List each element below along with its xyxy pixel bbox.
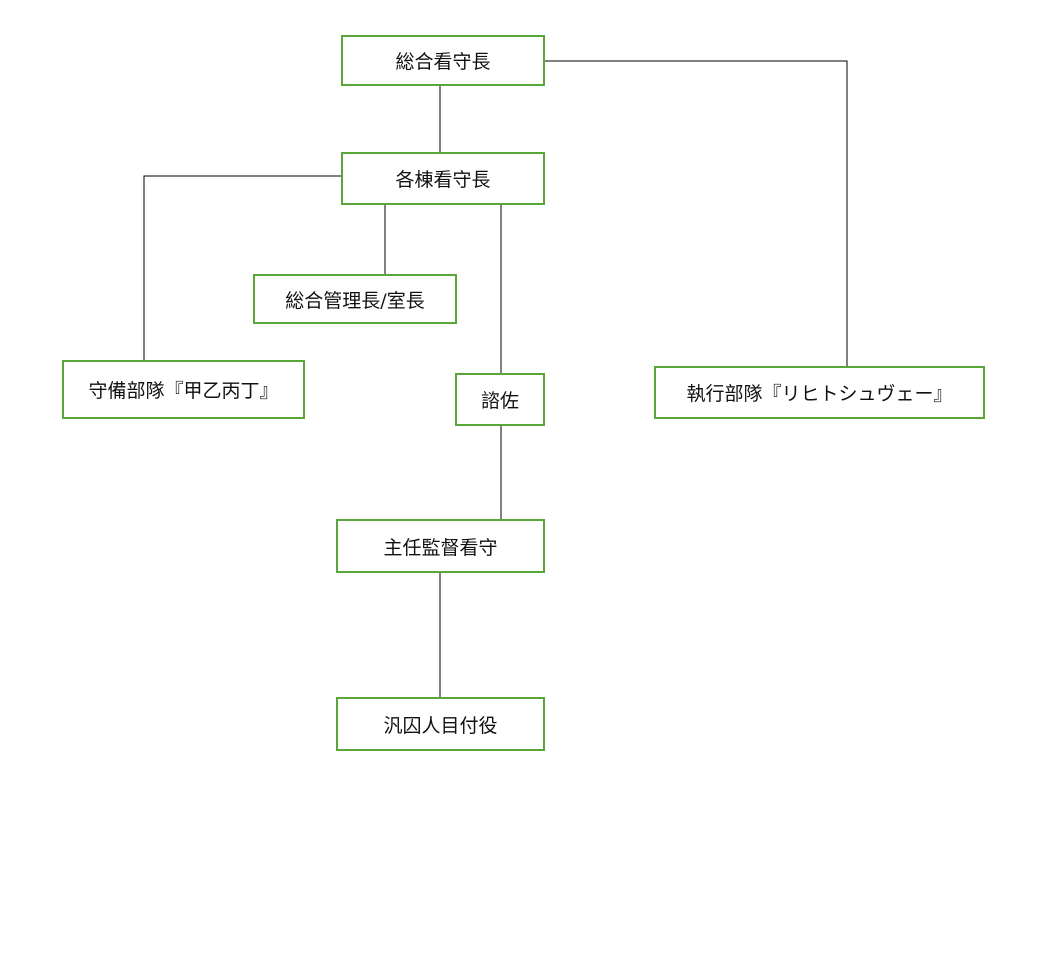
node-adjutant: 諮佐 (455, 373, 545, 426)
node-label: 総合看守長 (395, 51, 491, 73)
node-general-managers: 総合管理長/室長 (253, 274, 457, 324)
connector-chief-to-execution-unit (545, 60, 848, 366)
node-prisoner-monitors: 汎囚人目付役 (336, 697, 545, 751)
node-label: 守備部隊『甲乙丙丁』 (88, 380, 279, 402)
node-label: 各棟看守長 (395, 169, 491, 191)
node-label: 諮佐 (480, 390, 519, 412)
node-label: 汎囚人目付役 (383, 714, 498, 737)
node-chief-supervisor: 主任監督看守 (336, 519, 545, 573)
node-execution-unit: 執行部隊『リヒトシュヴェー』 (654, 366, 985, 419)
connector-ward-wardens-to-guard-unit (143, 175, 341, 360)
node-chief-warden: 総合看守長 (341, 35, 545, 86)
node-label: 執行部隊『リヒトシュヴェー』 (686, 383, 953, 405)
node-label: 主任監督看守 (383, 536, 498, 559)
node-ward-wardens: 各棟看守長 (341, 152, 545, 205)
node-label: 総合管理長/室長 (285, 289, 425, 312)
node-guard-unit: 守備部隊『甲乙丙丁』 (62, 360, 305, 419)
